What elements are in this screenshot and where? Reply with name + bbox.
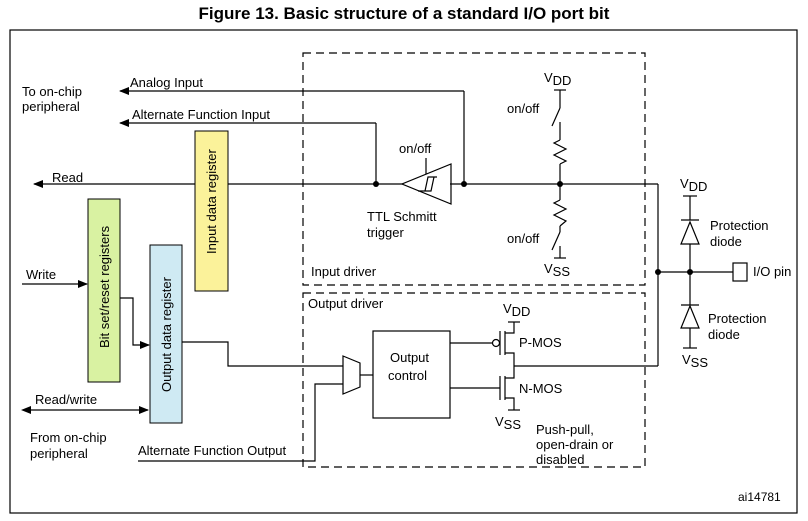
analog-input-label: Analog Input — [130, 75, 203, 90]
ttl-schmitt-label-2: trigger — [367, 225, 405, 240]
pullup-resistor — [552, 139, 568, 165]
read-write-label: Read/write — [35, 392, 97, 407]
pulldown-resistor — [552, 199, 568, 227]
nmos-label: N-MOS — [519, 381, 563, 396]
to-onchip-label-2: peripheral — [22, 99, 80, 114]
pmos-gate-bubble — [491, 338, 501, 348]
schmitt-onoff-label: on/off — [399, 141, 432, 156]
alt-func-input-label: Alternate Function Input — [132, 107, 270, 122]
pushpull-label-2: open-drain or — [536, 437, 614, 452]
protection-diode-bottom — [680, 304, 700, 329]
vdd-protection-label: VDD — [680, 176, 707, 194]
ttl-schmitt-label-1: TTL Schmitt — [367, 209, 437, 224]
pmos-label: P-MOS — [519, 335, 562, 350]
vdd-pullup-label: VDD — [544, 70, 571, 88]
input-driver-label: Input driver — [311, 264, 377, 279]
pushpull-label-1: Push-pull, — [536, 422, 594, 437]
io-pin-box — [732, 262, 748, 282]
protection-top-label-2: diode — [710, 234, 742, 249]
output-driver-block — [302, 292, 646, 468]
read-label: Read — [52, 170, 83, 185]
from-onchip-label-1: From on-chip — [30, 430, 107, 445]
pulldown-switch — [551, 231, 561, 251]
nmos-drain — [505, 366, 515, 379]
alt-output-wire — [138, 383, 343, 462]
pullup-switch — [551, 107, 561, 127]
alt-func-output-label: Alternate Function Output — [138, 443, 287, 458]
hysteresis-icon — [418, 176, 437, 192]
junction-dot — [373, 181, 379, 187]
vdd-pmos-label: VDD — [503, 301, 530, 319]
write-label: Write — [26, 267, 56, 282]
output-data-register-label: Output data register — [159, 276, 174, 392]
protection-diode-top — [680, 220, 700, 245]
pulldown-onoff-label: on/off — [507, 231, 540, 246]
nmos-source — [505, 397, 515, 410]
bit-set-reset-label: Bit set/reset registers — [97, 225, 112, 348]
pmos-source — [505, 322, 515, 334]
io-pin-label: I/O pin — [753, 264, 791, 279]
bit-set-reset-register — [87, 198, 121, 383]
from-onchip-label-2: peripheral — [30, 446, 88, 461]
figure-title: Figure 13. Basic structure of a standard… — [198, 4, 610, 23]
input-driver-block — [302, 52, 646, 286]
to-onchip-label-1: To on-chip — [22, 84, 82, 99]
outer-frame — [9, 29, 798, 514]
input-data-register — [194, 130, 229, 292]
junction-dot — [655, 269, 661, 275]
vss-pulldown-label: VSS — [544, 261, 570, 279]
vss-protection-label: VSS — [682, 352, 708, 370]
input-data-register-label: Input data register — [204, 149, 219, 254]
pushpull-label-3: disabled — [536, 452, 584, 467]
protection-top-label-1: Protection — [710, 218, 769, 233]
reference-code: ai14781 — [738, 490, 781, 504]
output-data-register — [149, 244, 183, 424]
protection-bottom-label-1: Protection — [708, 311, 767, 326]
protection-bottom-label-2: diode — [708, 327, 740, 342]
vss-nmos-label: VSS — [495, 414, 521, 432]
bsr-to-odr-arrow — [120, 297, 150, 349]
output-control-label-1: Output — [390, 350, 429, 365]
output-multiplexer — [342, 355, 361, 395]
odr-to-mux-wire — [182, 341, 343, 367]
pmos-drain — [505, 352, 515, 366]
output-control-block — [372, 330, 451, 419]
junction-dot — [461, 181, 467, 187]
pullup-onoff-label: on/off — [507, 101, 540, 116]
output-driver-label: Output driver — [308, 296, 384, 311]
output-control-label-2: control — [388, 368, 427, 383]
